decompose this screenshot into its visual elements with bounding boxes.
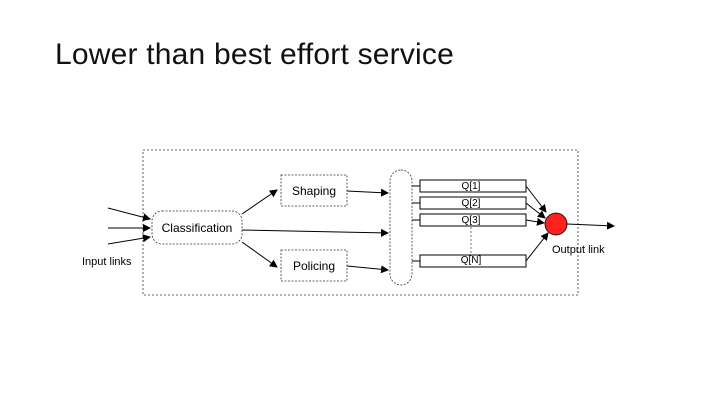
queue-2-label: Q[2] xyxy=(462,198,481,209)
scheduler-circle xyxy=(544,212,568,236)
shaping-label: Shaping xyxy=(292,184,336,198)
demux-capsule xyxy=(389,169,413,286)
output-link-label: Output link xyxy=(552,244,605,256)
queue-n-out-arrow xyxy=(525,232,549,262)
output-arrow xyxy=(566,221,615,230)
shaping-box xyxy=(280,174,348,207)
queue-3-label: Q[3] xyxy=(462,215,481,226)
queue-2-out-arrow xyxy=(525,202,546,219)
policing-label: Policing xyxy=(293,259,335,273)
to-shaping-arrow xyxy=(241,189,278,215)
queue-1-out-arrow xyxy=(525,185,547,213)
to-policing-arrow xyxy=(241,241,278,268)
queue-n-label: Q[N] xyxy=(461,255,482,266)
input-links-label: Input links xyxy=(82,256,132,268)
classification-label: Classification xyxy=(162,221,233,235)
router-boundary xyxy=(142,149,579,296)
slide-title: Lower than best effort service xyxy=(55,38,454,71)
queue-3-out-arrow xyxy=(525,217,545,226)
shaping-to-demux-arrow xyxy=(346,188,389,197)
bypass-arrow xyxy=(241,228,389,237)
input-arrow-1 xyxy=(107,207,151,222)
input-arrow-3 xyxy=(107,234,151,245)
policing-to-demux-arrow xyxy=(346,265,389,274)
queue-1-label: Q[1] xyxy=(462,181,481,192)
policing-box xyxy=(280,249,348,282)
classification-box xyxy=(151,210,243,245)
